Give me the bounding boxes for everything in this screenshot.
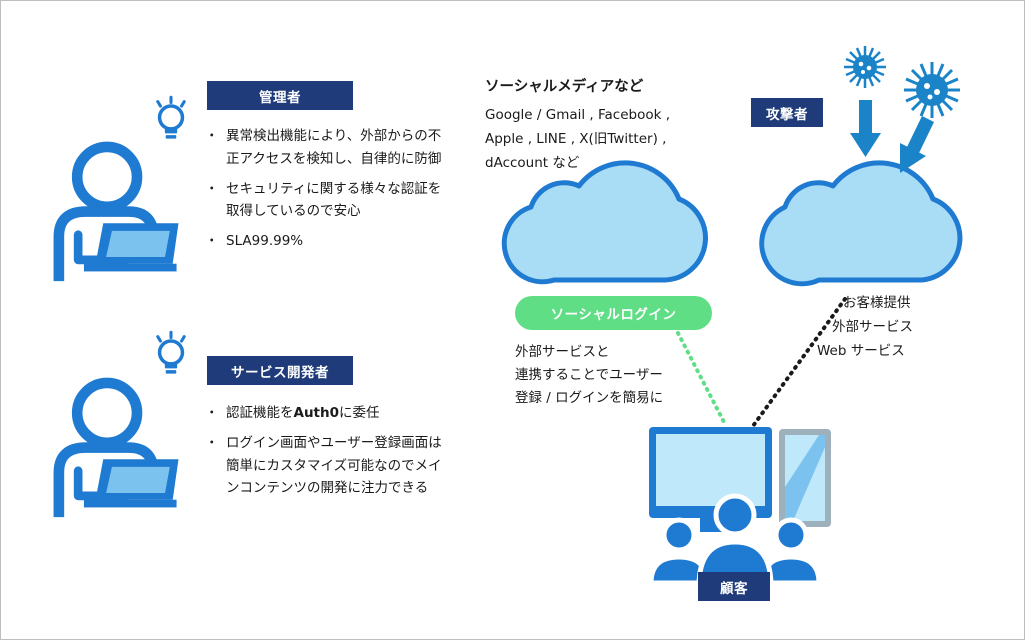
developer-bullet: 認証機能をAuth0に委任 bbox=[205, 402, 447, 425]
customer-people-icon bbox=[648, 493, 822, 589]
developer-bullets: 認証機能をAuth0に委任 ログイン画面やユーザー登録画面は簡単にカスタマイズ可… bbox=[205, 402, 447, 507]
external-line: Web サービス bbox=[817, 343, 905, 359]
social-providers-line: Apple , LINE , X(旧Twitter) , bbox=[485, 131, 667, 147]
external-line: 外部サービス bbox=[832, 319, 913, 335]
admin-bullet: SLA99.99% bbox=[205, 230, 447, 253]
external-cloud-icon bbox=[759, 160, 963, 287]
customer-label: 顧客 bbox=[698, 572, 770, 601]
social-login-pill: ソーシャルログイン bbox=[515, 296, 712, 330]
developer-figure-icon bbox=[59, 330, 186, 517]
admin-bullet: 異常検出機能により、外部からの不正アクセスを検知し、自律的に防御 bbox=[205, 125, 447, 170]
social-heading: ソーシャルメディアなど bbox=[485, 79, 644, 95]
external-connector-line bbox=[751, 297, 847, 428]
admin-bullets: 異常検出機能により、外部からの不正アクセスを検知し、自律的に防御 セキュリティに… bbox=[205, 125, 447, 260]
attacker-label: 攻撃者 bbox=[751, 98, 823, 127]
virus-icon bbox=[844, 46, 886, 88]
social-caption-line: 連携することでユーザー bbox=[515, 367, 663, 383]
admin-figure-icon bbox=[59, 95, 186, 281]
external-line: お客様提供 bbox=[843, 295, 911, 311]
auth0-name: Auth0 bbox=[293, 405, 340, 421]
attack-arrow-icon bbox=[900, 116, 934, 173]
social-caption-line: 外部サービスと bbox=[515, 344, 610, 360]
developer-bullet-text: 認証機能を bbox=[226, 405, 294, 421]
social-caption-line: 登録 / ログインを簡易に bbox=[515, 390, 664, 406]
virus-icon bbox=[904, 62, 960, 118]
admin-bullet: セキュリティに関する様々な認証を取得しているので安心 bbox=[205, 178, 447, 223]
social-providers-line: dAccount など bbox=[485, 155, 580, 171]
attack-arrow-icon bbox=[850, 100, 881, 157]
customer-devices-icon bbox=[649, 427, 831, 532]
developer-bullet-text: に委任 bbox=[339, 405, 380, 421]
admin-label: 管理者 bbox=[207, 81, 353, 110]
developer-label: サービス開発者 bbox=[207, 356, 353, 385]
social-providers-line: Google / Gmail , Facebook , bbox=[485, 107, 671, 123]
social-connector-line bbox=[676, 331, 728, 428]
social-cloud-icon bbox=[501, 160, 708, 285]
developer-bullet: ログイン画面やユーザー登録画面は簡単にカスタマイズ可能なのでメインコンテンツの開… bbox=[205, 432, 447, 500]
